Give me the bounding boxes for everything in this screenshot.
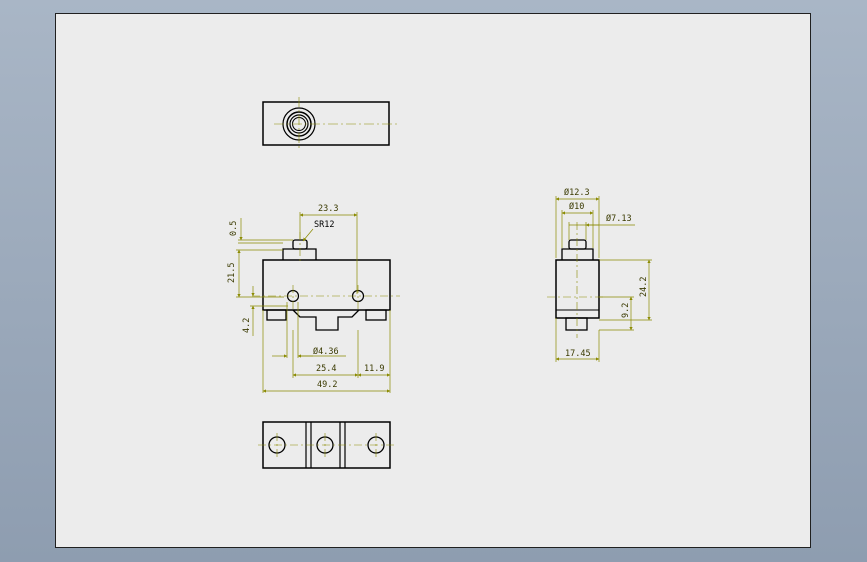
side-view-dimension-text: Ø12.3 Ø10 Ø7.13 24.2 9.2 17.45	[564, 187, 649, 359]
front-view-dimension-text: 23.3 SR12 0.5 21.5 4.2 Ø4.36 25.4 11.9 4…	[227, 204, 384, 390]
front-view-dimensions	[236, 212, 391, 393]
dim-49-2: 49.2	[317, 380, 337, 390]
side-view-dimensions	[555, 196, 652, 362]
dim-23-3: 23.3	[318, 204, 338, 214]
dim-0-5: 0.5	[229, 221, 239, 236]
bottom-view	[258, 421, 396, 469]
front-view	[252, 232, 400, 331]
dim-17-45: 17.45	[565, 349, 591, 359]
dim-25-4: 25.4	[316, 364, 336, 374]
dim-24-2: 24.2	[639, 277, 649, 297]
dim-4-2: 4.2	[242, 318, 252, 333]
drawing-sheet	[55, 13, 811, 548]
side-view	[547, 222, 606, 338]
dim-dia-4-36: Ø4.36	[313, 346, 339, 357]
top-view	[262, 97, 398, 150]
dim-sr12: SR12	[314, 220, 334, 230]
dim-11-9: 11.9	[364, 364, 384, 374]
dim-dia-7-13: Ø7.13	[606, 213, 632, 224]
dim-dia-10: Ø10	[569, 201, 584, 212]
dim-dia-12-3: Ø12.3	[564, 187, 590, 198]
dim-9-2: 9.2	[621, 303, 631, 318]
dim-21-5: 21.5	[227, 263, 237, 283]
